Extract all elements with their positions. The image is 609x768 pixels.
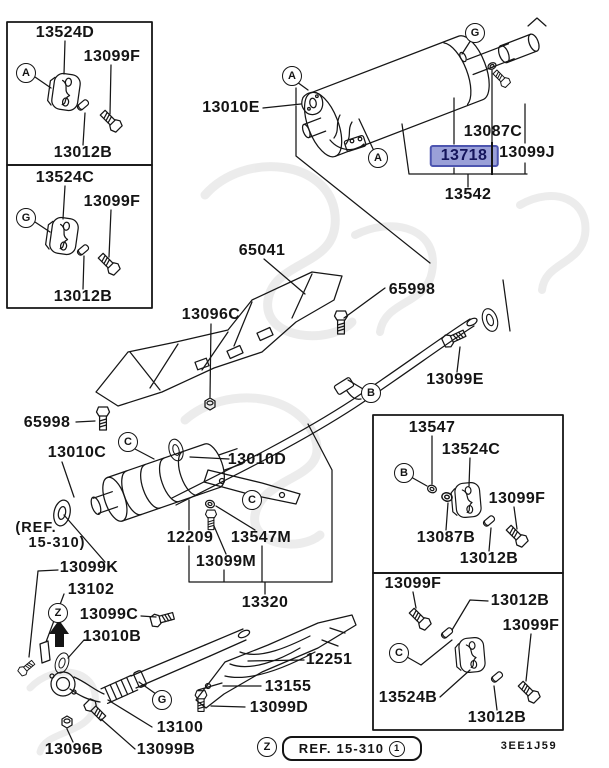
- part-label-13542[interactable]: 13542: [444, 186, 492, 203]
- box-hanger-c: [372, 572, 564, 731]
- part-label-13547M[interactable]: 13547M: [230, 529, 292, 546]
- part-label-13099J[interactable]: 13099J: [499, 144, 555, 161]
- part-label-13718-highlighted[interactable]: 13718: [429, 145, 499, 167]
- part-label-13012B[interactable]: 13012B: [490, 592, 550, 609]
- ref-note-line1: (REF.: [15, 520, 57, 536]
- part-label-13010C[interactable]: 13010C: [47, 444, 107, 461]
- part-label-13099E[interactable]: 13099E: [426, 371, 484, 388]
- bolt-13099E-drawing: [440, 326, 468, 350]
- part-label-13096C[interactable]: 13096C: [181, 306, 241, 323]
- front-direction-arrow-icon: [49, 620, 69, 647]
- part-label-13099B[interactable]: 13099B: [136, 741, 196, 758]
- bracket-13102-drawing: [39, 640, 51, 664]
- nut-13096B-drawing: [61, 715, 73, 729]
- part-label-12209[interactable]: 12209: [166, 529, 214, 546]
- part-label-13100[interactable]: 13100: [156, 719, 204, 736]
- bracket-12209-drawing: [203, 469, 301, 531]
- callout-g: G: [152, 690, 172, 710]
- part-label-13010E[interactable]: 13010E: [202, 99, 260, 116]
- part-label-13320[interactable]: 13320: [241, 594, 289, 611]
- bracket-line-over-highlight: [491, 142, 493, 175]
- gasket-drawing: [478, 306, 502, 334]
- part-label-13524C[interactable]: 13524C: [35, 169, 95, 186]
- background-watermark: [26, 162, 590, 756]
- callout-z: Z: [48, 603, 68, 623]
- footer-reference-box[interactable]: REF. 15-310 1: [282, 736, 422, 761]
- part-label-65041[interactable]: 65041: [238, 242, 286, 259]
- part-label-13524B[interactable]: 13524B: [378, 689, 438, 706]
- bolt-65998-left-drawing: [95, 406, 111, 431]
- footer-reference-text: REF. 15-310: [298, 741, 385, 756]
- footer-reference-number: 1: [389, 740, 406, 757]
- bolt-13099C-drawing: [148, 608, 176, 629]
- part-label-13010D[interactable]: 13010D: [227, 451, 287, 468]
- callout-c: C: [118, 432, 138, 452]
- part-label-13012B[interactable]: 13012B: [467, 709, 527, 726]
- ref-note-line2: 15-310): [28, 535, 86, 551]
- part-label-13099F[interactable]: 13099F: [384, 575, 442, 592]
- bolt-13099K-drawing: [16, 658, 37, 678]
- part-label-13155[interactable]: 13155: [264, 678, 312, 695]
- part-label-13012B[interactable]: 13012B: [459, 550, 519, 567]
- callout-a: A: [282, 66, 302, 86]
- front-pipe-drawing: [39, 628, 251, 705]
- box-hanger-g: [6, 164, 153, 309]
- callout-c: C: [389, 643, 409, 663]
- callout-a: A: [16, 63, 36, 83]
- catalytic-converter-drawing: [50, 437, 243, 529]
- part-label-12251[interactable]: 12251: [305, 651, 353, 668]
- part-label-13010B[interactable]: 13010B: [82, 628, 142, 645]
- part-label-13099F[interactable]: 13099F: [83, 193, 141, 210]
- callout-g: G: [16, 208, 36, 228]
- tailpipe-ring-and-bolt-drawing: [487, 62, 513, 90]
- callout-a: A: [368, 148, 388, 168]
- part-label-13547[interactable]: 13547: [408, 419, 456, 436]
- drawing-code: 3EE1J59: [500, 740, 558, 752]
- heat-shield-65041-drawing: [95, 271, 343, 407]
- part-label-13099D[interactable]: 13099D: [249, 699, 309, 716]
- part-label-13102[interactable]: 13102: [67, 581, 115, 598]
- part-label-13099M[interactable]: 13099M: [195, 553, 257, 570]
- part-group-boxes: [6, 21, 564, 731]
- callout-c: C: [242, 490, 262, 510]
- center-pipe-drawing: [171, 306, 502, 506]
- part-label-13012B[interactable]: 13012B: [53, 288, 113, 305]
- callout-b: B: [394, 463, 414, 483]
- part-label-13099F[interactable]: 13099F: [488, 490, 546, 507]
- heat-shield-12251-drawing: [195, 614, 357, 709]
- part-label-13099F[interactable]: 13099F: [502, 617, 560, 634]
- part-label-65998[interactable]: 65998: [23, 414, 71, 431]
- part-label-65998[interactable]: 65998: [388, 281, 436, 298]
- part-label-13099F[interactable]: 13099F: [83, 48, 141, 65]
- part-label-13087B[interactable]: 13087B: [416, 529, 476, 546]
- callout-g: G: [465, 23, 485, 43]
- part-label-13099K[interactable]: 13099K: [59, 559, 119, 576]
- hanger-a-parts-drawing: [46, 71, 125, 135]
- callout-z-footer: Z: [257, 737, 277, 757]
- part-label-13012B[interactable]: 13012B: [53, 144, 113, 161]
- part-label-13096B[interactable]: 13096B: [44, 741, 104, 758]
- callout-b: B: [361, 383, 381, 403]
- part-label-13524C[interactable]: 13524C: [441, 441, 501, 458]
- part-label-13087C[interactable]: 13087C: [463, 123, 523, 140]
- bracket-13155-drawing: [197, 682, 223, 691]
- part-label-13524D[interactable]: 13524D: [35, 24, 95, 41]
- part-label-13099C[interactable]: 13099C: [79, 606, 139, 623]
